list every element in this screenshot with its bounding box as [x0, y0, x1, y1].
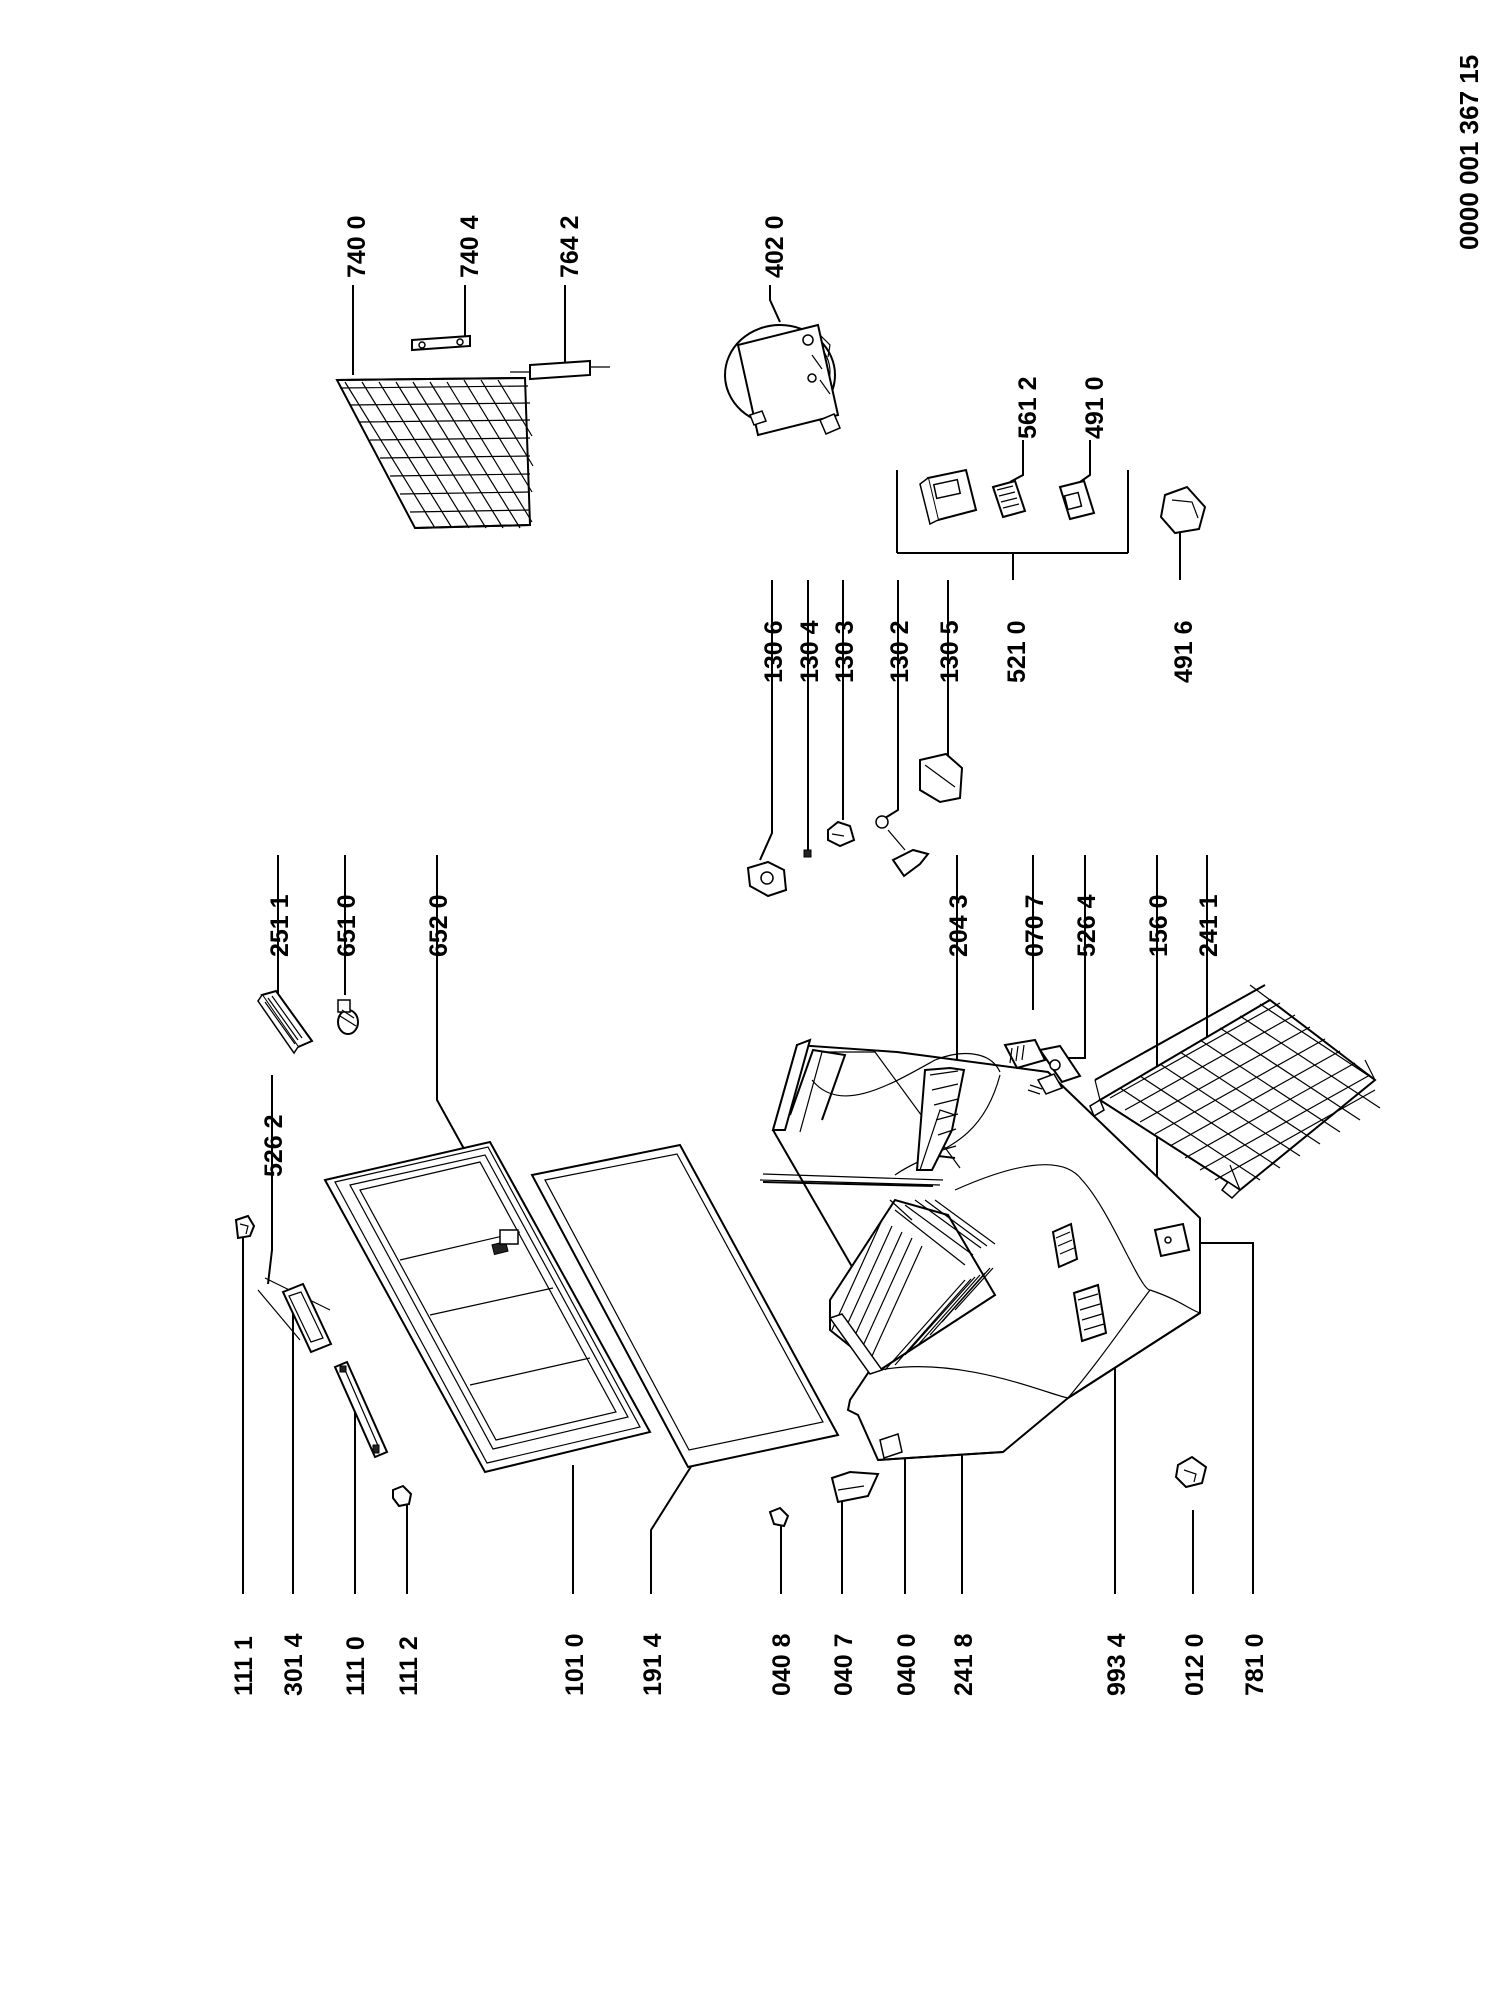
label-491-6: 491 6: [1170, 620, 1198, 683]
bracket-part: [411, 334, 471, 352]
part-130-3: [827, 820, 856, 848]
label-251-1: 251 1: [266, 894, 294, 957]
part-130-2: [875, 815, 930, 878]
label-130-4: 130 4: [796, 620, 824, 683]
right-middle-labels: 130 6 130 4 130 3 130 2 130 5 521 0 491 …: [760, 620, 1198, 683]
label-301-4: 301 4: [280, 1633, 308, 1696]
label-241-8: 241 8: [950, 1633, 978, 1696]
label-402-0: 402 0: [761, 215, 789, 278]
lamp-cover-part: [257, 989, 314, 1055]
label-651-0: 651 0: [333, 894, 361, 957]
top-right-labels: 740 0 740 4 764 2 402 0 561 2 491 0: [343, 215, 1109, 439]
label-111-2: 111 2: [395, 1636, 423, 1696]
leader-lines: [242, 285, 1254, 1594]
lamp-holder-part: [499, 1229, 519, 1245]
middle-labels: 526 2 251 1 651 0 652 0 204 3 070 7 526 …: [260, 894, 1223, 1177]
small-hook-part: [1174, 1455, 1208, 1489]
relay-part: [1159, 485, 1207, 535]
vent-grille-upper: [1051, 1222, 1079, 1269]
label-130-5: 130 5: [936, 620, 964, 683]
vent-grille-lower: [1072, 1283, 1108, 1343]
label-491-0: 491 0: [1081, 376, 1109, 439]
part-130-4: [803, 849, 812, 858]
label-191-4: 191 4: [639, 1633, 667, 1696]
label-130-6: 130 6: [760, 620, 788, 683]
label-130-2: 130 2: [886, 620, 914, 683]
label-070-7: 070 7: [1021, 894, 1049, 957]
label-111-0: 111 0: [342, 1636, 370, 1696]
label-204-3: 204 3: [945, 894, 973, 957]
label-526-2: 526 2: [260, 1114, 288, 1177]
lid-gasket-part: [530, 1143, 840, 1469]
label-101-0: 101 0: [561, 1633, 589, 1696]
freezer-cabinet: [759, 1038, 1201, 1462]
label-652-0: 652 0: [425, 894, 453, 957]
label-526-4: 526 4: [1073, 894, 1101, 957]
label-740-4: 740 4: [456, 215, 484, 278]
small-clip-part: [392, 1484, 413, 1508]
hinge-clip-part: [234, 1214, 256, 1240]
document-number: 0000 001 367 15: [1454, 55, 1484, 250]
thermostat-assembly: [1003, 1038, 1082, 1095]
label-740-0: 740 0: [343, 215, 371, 278]
hinge-set-part: [257, 1277, 333, 1354]
label-111-1: 111 1: [230, 1636, 258, 1696]
label-130-3: 130 3: [831, 620, 859, 683]
label-521-0: 521 0: [1003, 620, 1031, 683]
lamp-bulb-part: [337, 999, 359, 1035]
inner-wire-basket: [828, 1198, 997, 1375]
label-040-0: 040 0: [893, 1633, 921, 1696]
label-561-2: 561 2: [1014, 376, 1042, 439]
electrical-box-part: [919, 468, 978, 526]
part-561-2: [991, 479, 1027, 519]
label-040-7: 040 7: [830, 1633, 858, 1696]
filter-drier-part: [510, 359, 610, 381]
hinge-bar-part: [333, 1360, 389, 1459]
label-764-2: 764 2: [556, 215, 584, 278]
handle-cover-part: [830, 1470, 880, 1504]
condenser-part: [335, 376, 534, 530]
part-130-5: [919, 752, 964, 804]
external-wire-basket: [1089, 984, 1381, 1200]
label-781-0: 781 0: [1241, 1633, 1269, 1696]
label-993-4: 993 4: [1103, 1633, 1131, 1696]
label-156-0: 156 0: [1145, 894, 1173, 957]
label-012-0: 012 0: [1181, 1633, 1209, 1696]
part-130-6: [746, 860, 788, 898]
small-bracket-part: [768, 1506, 790, 1528]
label-241-1: 241 1: [1195, 894, 1223, 957]
part-491-0: [1058, 479, 1096, 521]
compressor-part: [724, 323, 841, 437]
label-040-8: 040 8: [768, 1633, 796, 1696]
foot-part: [1153, 1222, 1191, 1258]
left-labels: 111 1 301 4 111 0 111 2 101 0 191 4 040 …: [230, 1633, 1269, 1696]
